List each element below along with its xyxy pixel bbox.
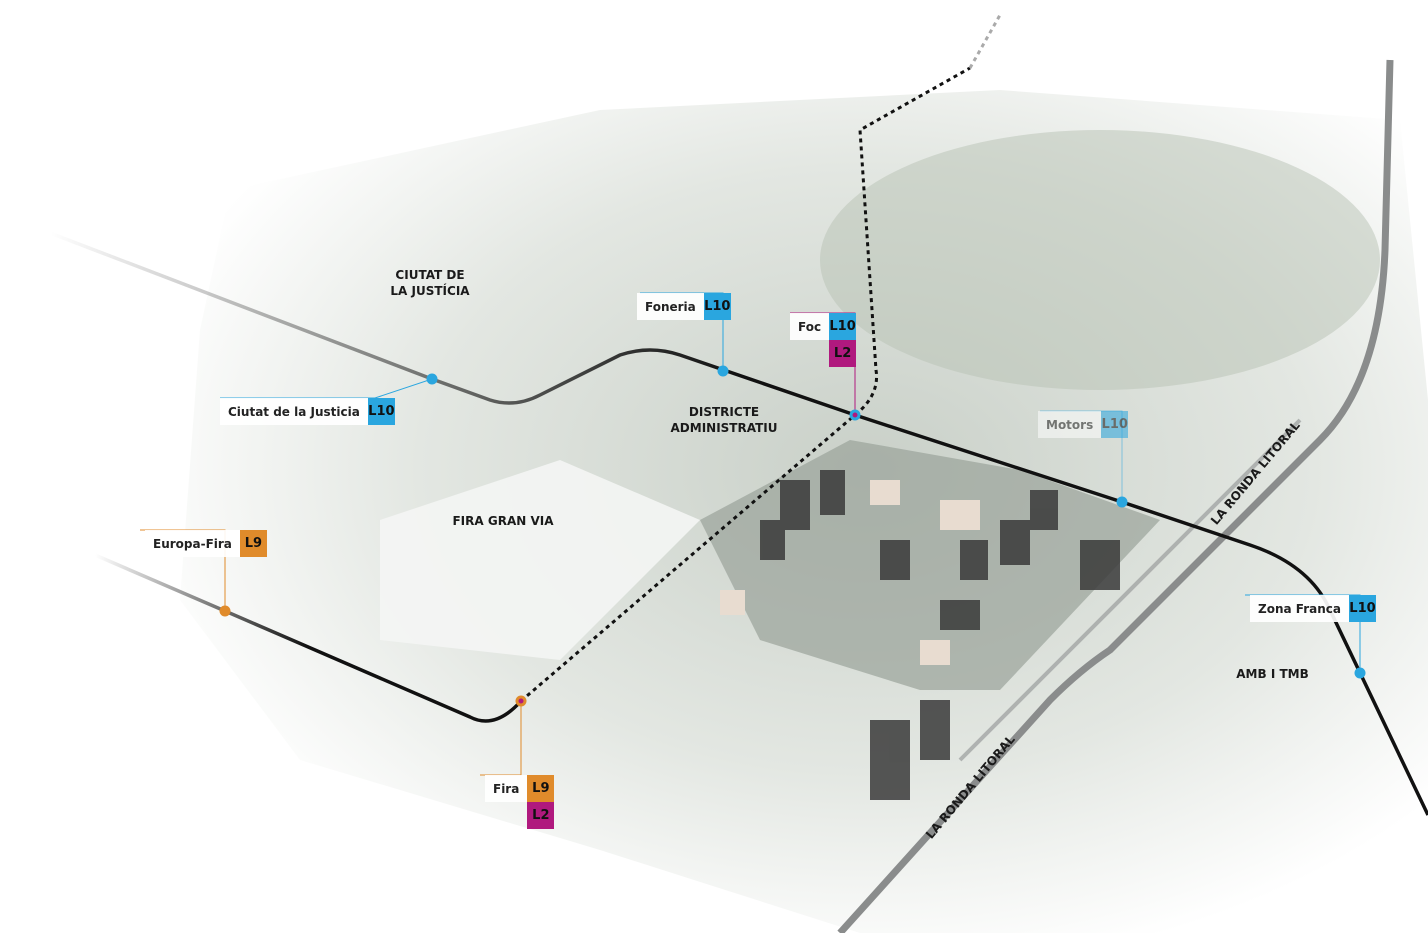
station-dots bbox=[219, 365, 1366, 707]
line-badge-l10: L10 bbox=[829, 313, 857, 340]
station-tag-foneria[interactable]: Foneria L10 bbox=[637, 293, 731, 320]
station-name: Zona Franca bbox=[1250, 595, 1349, 622]
station-name: Motors bbox=[1038, 411, 1102, 438]
new-buildings bbox=[720, 480, 980, 665]
l9-metro-line bbox=[94, 553, 523, 723]
fira-gran-via-block bbox=[380, 460, 700, 660]
station-tag-fira[interactable]: Fira L9 L2 bbox=[485, 775, 555, 829]
station-dot-europa-fira bbox=[219, 605, 231, 617]
line-badge-l2: L2 bbox=[829, 340, 857, 367]
park-area bbox=[820, 130, 1380, 390]
line-badge-l9: L9 bbox=[239, 530, 267, 557]
ronda-litoral-road bbox=[837, 59, 1394, 933]
l2-metro-line-extension bbox=[968, 14, 1002, 69]
ronda-litoral-road-2 bbox=[958, 418, 1302, 762]
station-dot-motors bbox=[1116, 496, 1128, 508]
line-badge-l10: L10 bbox=[367, 398, 395, 425]
station-name: Foneria bbox=[637, 293, 704, 320]
area-label-amb-tmb: AMB I TMB bbox=[1236, 667, 1309, 681]
station-name: Foc bbox=[790, 313, 830, 340]
station-name: Europa-Fira bbox=[145, 530, 240, 557]
line-badge-l10: L10 bbox=[1348, 595, 1376, 622]
line-badge-l10: L10 bbox=[703, 293, 731, 320]
station-tag-foc[interactable]: Foc L10 L2 bbox=[790, 313, 857, 367]
station-name: Fira bbox=[485, 775, 528, 802]
line-badge-l10: L10 bbox=[1101, 411, 1129, 438]
l10-metro-line bbox=[49, 231, 1428, 816]
station-tag-europa-fira[interactable]: Europa-Fira L9 bbox=[145, 530, 267, 557]
station-dot-zona-franca bbox=[1354, 667, 1366, 679]
station-tag-motors[interactable]: Motors L10 bbox=[1038, 411, 1129, 438]
area-label-fira-gran-via: FIRA GRAN VIA bbox=[452, 514, 554, 528]
buildings bbox=[760, 470, 1120, 800]
station-dot-foneria bbox=[717, 365, 729, 377]
station-name: Ciutat de la Justicia bbox=[220, 398, 368, 425]
station-dot-ciutat-justicia bbox=[426, 373, 438, 385]
line-badge-l9: L9 bbox=[527, 775, 555, 802]
station-tag-ciutat-justicia[interactable]: Ciutat de la Justicia L10 bbox=[220, 398, 395, 425]
area-label-districte-administratiu: DISTRICTE ADMINISTRATIU bbox=[670, 405, 778, 435]
station-tag-zona-franca[interactable]: Zona Franca L10 bbox=[1250, 595, 1376, 622]
line-badge-l2: L2 bbox=[527, 802, 555, 829]
area-label-ciutat-justicia: CIUTAT DE LA JUSTÍCIA bbox=[390, 268, 470, 298]
